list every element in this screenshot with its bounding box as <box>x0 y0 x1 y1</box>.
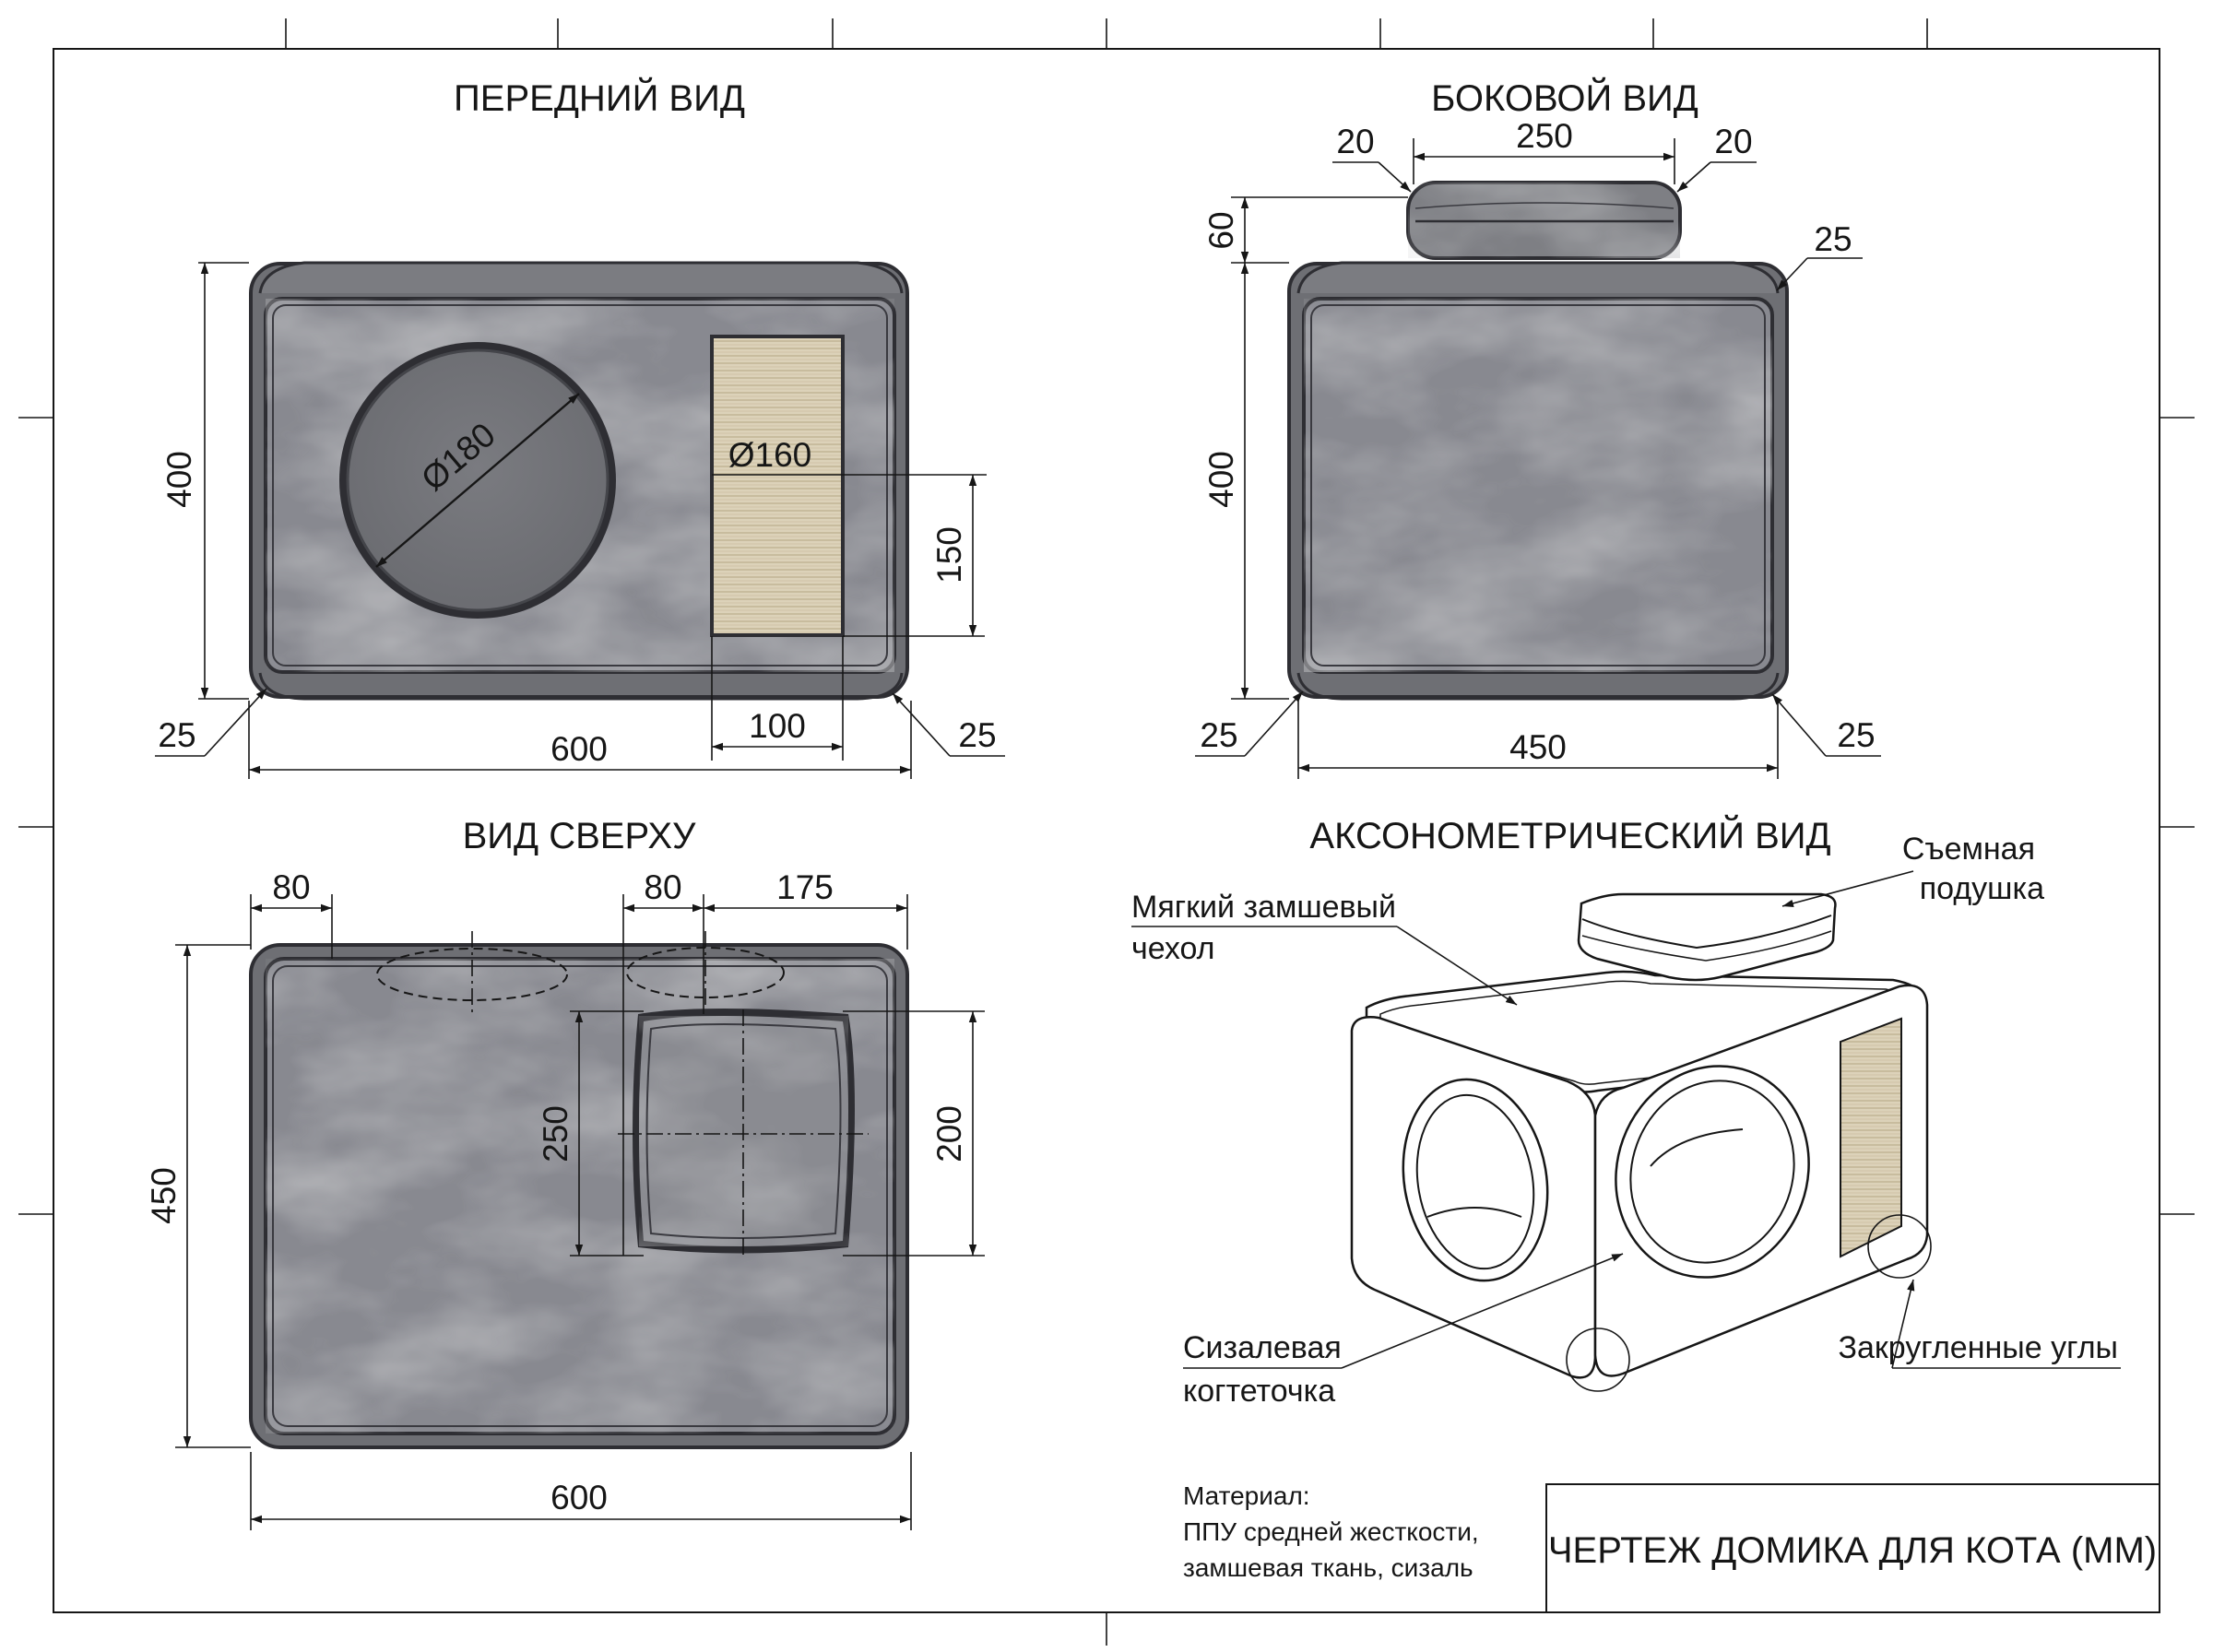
top-hidden-holes <box>376 931 785 1014</box>
side-pillow <box>1406 181 1682 260</box>
side-pillow-right-label: 20 <box>1714 123 1752 160</box>
side-pillow-width-label: 250 <box>1516 117 1573 155</box>
iso-house <box>1350 892 1932 1392</box>
front-corner-left-label: 25 <box>158 716 195 754</box>
front-entry-hole: Ø180 <box>339 342 616 619</box>
callout-corners: Закругленные углы <box>1838 1330 2118 1365</box>
top-left-offset-label: 80 <box>272 868 310 906</box>
material-line2: замшевая ткань, сизаль <box>1183 1553 1473 1582</box>
side-corner-left-label: 25 <box>1200 716 1237 754</box>
side-width-label: 450 <box>1509 728 1567 766</box>
callout-sisal-line1: Сизалевая <box>1183 1330 1342 1365</box>
side-view: БОКОВОЙ ВИД 250 20 <box>1195 77 1881 779</box>
callout-pillow-line1: Съемная <box>1902 832 2035 867</box>
top-pillow <box>618 1009 869 1256</box>
front-sisal-scratcher: Ø160 <box>710 335 987 637</box>
callout-pillow-line2: подушка <box>1920 871 2044 906</box>
iso-callouts: Мягкий замшевый чехол Съемная подушка Си… <box>1131 832 2121 1409</box>
drawing-title: ЧЕРТЕЖ ДОМИКА ДЛЯ КОТА (ММ) <box>1548 1530 2157 1571</box>
top-pillow-length-label: 250 <box>537 1105 574 1162</box>
front-view: ПЕРЕДНИЙ ВИД Ø180 Ø160 400 <box>155 77 1005 779</box>
top-dimensions: 80 80 175 450 250 200 <box>145 868 985 1530</box>
callout-sisal-line2: когтеточка <box>1183 1374 1335 1409</box>
top-width-label: 600 <box>550 1479 608 1516</box>
front-dimensions: 400 600 100 150 25 25 <box>155 262 1005 779</box>
front-view-title: ПЕРЕДНИЙ ВИД <box>454 77 745 119</box>
front-scratcher-diameter-label: Ø160 <box>728 436 812 474</box>
side-view-title: БОКОВОЙ ВИД <box>1431 77 1698 119</box>
front-scratcher-width-label: 100 <box>749 707 806 745</box>
top-depth-label: 450 <box>145 1167 183 1224</box>
material-line1: ППУ средней жесткости, <box>1183 1517 1479 1546</box>
side-top-corner-label: 25 <box>1814 220 1852 258</box>
sheet-frame <box>18 18 2195 1646</box>
top-pillow-offset-label: 80 <box>644 868 681 906</box>
top-view: ВИД СВЕРХУ 80 <box>145 816 985 1530</box>
callout-cover-line2: чехол <box>1131 931 1215 966</box>
callout-cover-line1: Мягкий замшевый <box>1131 890 1396 925</box>
front-corner-right-label: 25 <box>958 716 996 754</box>
frame-ticks <box>18 18 2195 1646</box>
front-width-label: 600 <box>550 730 608 768</box>
top-right-offset-label: 175 <box>776 868 834 906</box>
material-note: Материал: ППУ средней жесткости, замшева… <box>1183 1481 1479 1582</box>
side-pillow-left-label: 20 <box>1336 123 1374 160</box>
side-body <box>1287 261 1789 701</box>
top-view-title: ВИД СВЕРХУ <box>463 816 696 856</box>
top-pillow-depth-label: 200 <box>930 1105 968 1162</box>
material-label: Материал: <box>1183 1481 1310 1510</box>
side-height-label: 400 <box>1202 451 1240 508</box>
iso-view-title: АКСОНОМЕТРИЧЕСКИЙ ВИД <box>1309 814 1830 856</box>
side-pillow-height-label: 60 <box>1202 211 1240 249</box>
side-dimensions: 250 20 20 60 400 25 450 <box>1195 117 1881 779</box>
title-block: ЧЕРТЕЖ ДОМИКА ДЛЯ КОТА (ММ) <box>1545 1483 2160 1613</box>
isometric-view: АКСОНОМЕТРИЧЕСКИЙ ВИД <box>1131 814 2121 1409</box>
front-scratcher-height-label: 150 <box>930 526 968 584</box>
front-height-label: 400 <box>160 451 198 508</box>
side-corner-right-label: 25 <box>1837 716 1875 754</box>
